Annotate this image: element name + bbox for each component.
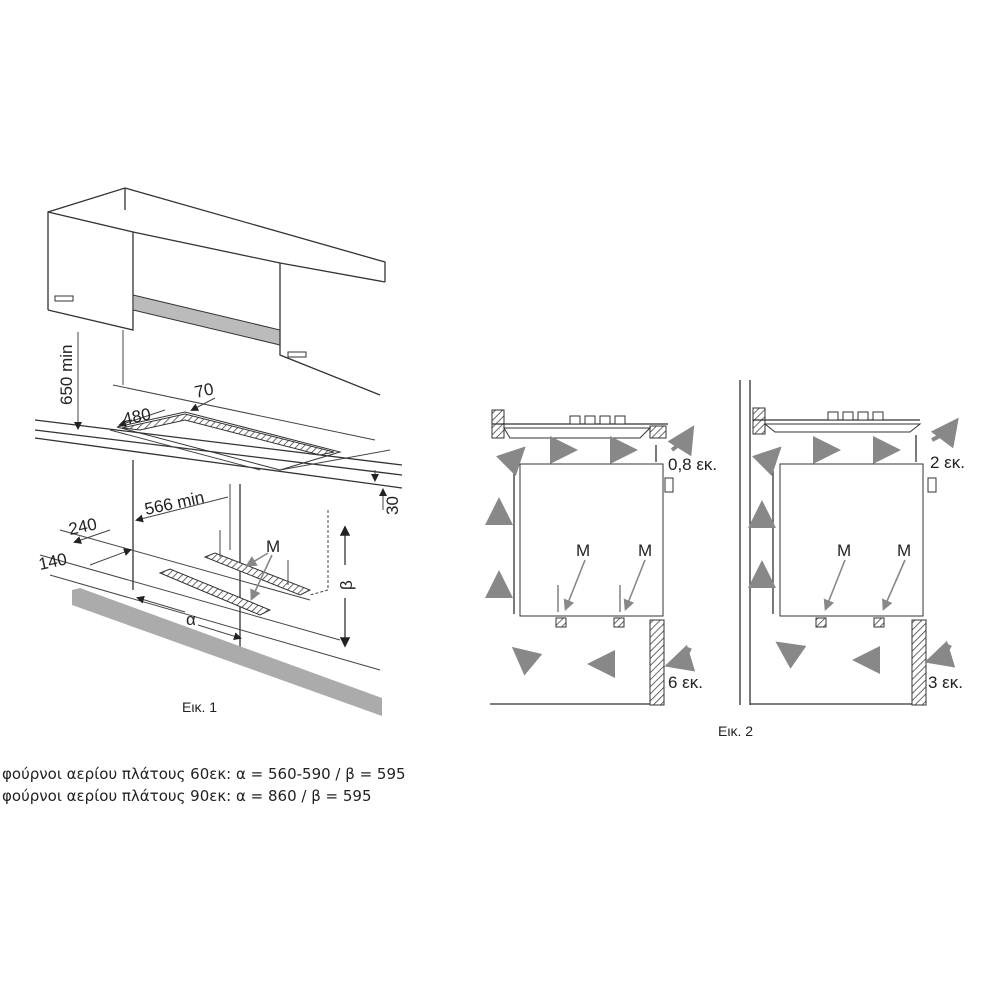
right-gap-top: 2 εκ. [930, 453, 965, 472]
dimension-back-offset: 70 [193, 379, 215, 402]
figure-1-caption: Εικ. 1 [182, 699, 217, 715]
figure-2-right-panel: 2 εκ. 3 εκ. M M Εικ. 2 [718, 380, 965, 739]
figure-2-left-panel: 0,8 εκ. 6 εκ. M M [485, 409, 717, 706]
left-gap-bottom: 6 εκ. [668, 673, 703, 692]
left-gap-top: 0,8 εκ. [668, 455, 717, 474]
width-symbol: α [186, 610, 196, 629]
figure-2-caption: Εικ. 2 [718, 723, 753, 739]
rails-label: M [266, 537, 280, 556]
note-90cm-ovens: φούρνοι αερίου πλάτους 90εκ: α = 860 / β… [2, 787, 372, 805]
right-rail-label-1: M [837, 541, 851, 560]
base-cabinet [39, 460, 382, 716]
dimension-cabinet-width: 566 min [143, 488, 206, 519]
note-60cm-ovens: φούρνοι αερίου πλάτους 60εκ: α = 560-590… [2, 765, 406, 783]
dimension-front-offset: 140 [37, 549, 69, 573]
left-rail-label-1: M [576, 541, 590, 560]
dimension-cabinet-clearance: 650 min [57, 345, 76, 405]
right-gap-bottom: 3 εκ. [928, 673, 963, 692]
height-symbol: β [337, 580, 356, 590]
left-rail-label-2: M [638, 541, 652, 560]
right-rail-label-2: M [897, 541, 911, 560]
countertop [34, 411, 403, 489]
figure-1: 650 min 480 70 30 566 min 240 140 M β α … [34, 187, 403, 716]
wall-cabinets [47, 187, 386, 441]
dimension-side-clearance: 30 [383, 496, 402, 515]
